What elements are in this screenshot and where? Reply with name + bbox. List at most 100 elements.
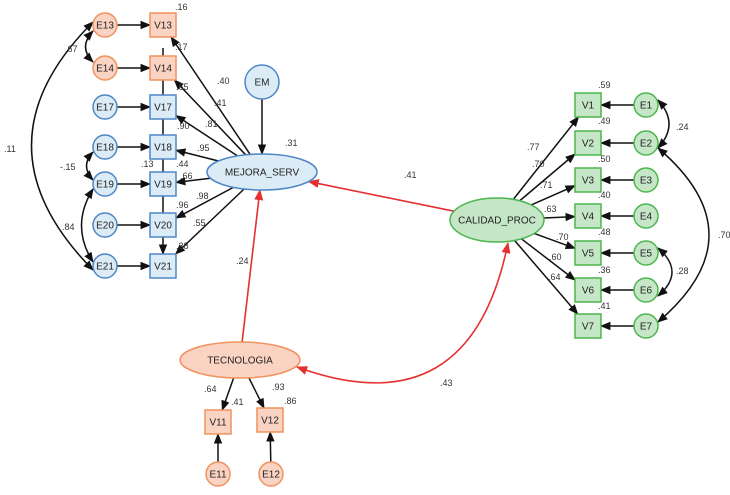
observed-variable-v19[interactable]: V19 bbox=[149, 171, 177, 197]
error-term-e13[interactable]: E13 bbox=[92, 12, 118, 38]
path-coefficient: .60 bbox=[549, 252, 562, 262]
node-shape bbox=[92, 134, 118, 160]
path-arrow-tec-to-mejora bbox=[241, 188, 264, 343]
error-term-e21[interactable]: E21 bbox=[92, 253, 118, 279]
observed-variable-v20[interactable]: V20 bbox=[149, 212, 177, 238]
node-label: E12 bbox=[262, 470, 280, 481]
path-coefficient: .64 bbox=[548, 272, 561, 282]
path-arrow-calidad-to-v4 bbox=[543, 212, 577, 222]
latent-variable-calidad[interactable]: CALIDAD_PROC bbox=[449, 197, 545, 243]
latent-variable-mejora[interactable]: MEJORA_SERV bbox=[206, 153, 318, 191]
error-term-e3[interactable]: E3 bbox=[633, 167, 659, 193]
node-shape bbox=[633, 240, 659, 266]
error-term-e11[interactable]: E11 bbox=[205, 461, 231, 487]
observed-variable-v5[interactable]: V5 bbox=[574, 240, 602, 266]
path-coefficient: .40 bbox=[217, 76, 230, 86]
observed-variable-v17[interactable]: V17 bbox=[149, 94, 177, 120]
r-squared-v20: .96 bbox=[176, 200, 189, 210]
error-term-e18[interactable]: E18 bbox=[92, 134, 118, 160]
path-coefficient: .63 bbox=[544, 204, 557, 214]
observed-variable-v21[interactable]: V21 bbox=[149, 253, 177, 279]
node-box bbox=[574, 92, 602, 118]
covariance-coefficient: -.15 bbox=[60, 162, 76, 172]
node-box bbox=[574, 203, 602, 229]
observed-variable-v6[interactable]: V6 bbox=[574, 277, 602, 303]
error-term-em[interactable]: EM bbox=[244, 64, 280, 100]
observed-variable-v3[interactable]: V3 bbox=[574, 167, 602, 193]
node-box bbox=[149, 253, 177, 279]
error-term-e1[interactable]: E1 bbox=[633, 92, 659, 118]
node-box bbox=[574, 167, 602, 193]
path-coefficient: .71 bbox=[540, 180, 553, 190]
path-coefficient: .13 bbox=[141, 159, 154, 169]
node-label: EM bbox=[255, 78, 270, 89]
path-arrow-mejora-to-v13 bbox=[170, 36, 251, 155]
node-label: V14 bbox=[154, 64, 172, 75]
observed-variable-v12[interactable]: V12 bbox=[256, 407, 284, 433]
node-label: V20 bbox=[154, 221, 172, 232]
error-term-e14[interactable]: E14 bbox=[92, 55, 118, 81]
node-label: E17 bbox=[96, 103, 114, 114]
node-label: V2 bbox=[582, 139, 595, 150]
error-term-e2[interactable]: E2 bbox=[633, 130, 659, 156]
latent-variable-tec[interactable]: TECNOLOGIA bbox=[179, 341, 301, 379]
error-term-e6[interactable]: E6 bbox=[633, 277, 659, 303]
r-squared-v18: .90 bbox=[177, 121, 190, 131]
node-label: E19 bbox=[96, 180, 114, 191]
covariance-coefficient: .43 bbox=[440, 378, 453, 388]
error-term-e20[interactable]: E20 bbox=[92, 212, 118, 238]
observed-variable-v18[interactable]: V18 bbox=[149, 134, 177, 160]
r-squared-v2: .49 bbox=[598, 116, 611, 126]
r-squared-mejora: .31 bbox=[285, 138, 298, 148]
node-label: E6 bbox=[640, 286, 653, 297]
node-shape bbox=[258, 461, 284, 487]
error-term-e5[interactable]: E5 bbox=[633, 240, 659, 266]
covariance-arrow-e13-e14 bbox=[83, 30, 94, 63]
path-arrow-tec-to-v11 bbox=[221, 377, 235, 411]
observed-variable-v13[interactable]: V13 bbox=[149, 12, 177, 38]
node-shape bbox=[633, 313, 659, 339]
node-box bbox=[149, 12, 177, 38]
covariance-coefficient: .84 bbox=[62, 222, 75, 232]
node-label: V11 bbox=[209, 418, 226, 429]
node-label: V3 bbox=[582, 176, 595, 187]
r-squared-v17: .65 bbox=[176, 82, 189, 92]
path-arrow-e12-to-v12 bbox=[266, 430, 275, 463]
path-arrow-tec-to-v12 bbox=[248, 377, 265, 409]
node-label: V12 bbox=[261, 416, 279, 427]
path-arrow-mejora-to-v17 bbox=[175, 114, 238, 157]
node-shape bbox=[205, 461, 231, 487]
covariance-coefficient: .70 bbox=[718, 230, 730, 240]
node-shape bbox=[633, 130, 659, 156]
node-box bbox=[574, 277, 602, 303]
observed-variable-v1[interactable]: V1 bbox=[574, 92, 602, 118]
covariance-arrow-e19-e21 bbox=[80, 188, 94, 263]
observed-variable-v11[interactable]: V11 bbox=[204, 409, 232, 435]
node-box bbox=[574, 240, 602, 266]
error-term-e12[interactable]: E12 bbox=[258, 461, 284, 487]
node-shape bbox=[206, 153, 318, 191]
error-term-e4[interactable]: E4 bbox=[633, 203, 659, 229]
node-shape bbox=[92, 253, 118, 279]
observed-variable-v2[interactable]: V2 bbox=[574, 130, 602, 156]
node-label: E1 bbox=[640, 101, 653, 112]
error-term-e17[interactable]: E17 bbox=[92, 94, 118, 120]
node-label: MEJORA_SERV bbox=[225, 168, 300, 179]
path-coefficient: .41 bbox=[214, 98, 227, 108]
node-label: TECNOLOGIA bbox=[207, 356, 273, 367]
observed-variable-v4[interactable]: V4 bbox=[574, 203, 602, 229]
node-label: E3 bbox=[640, 176, 653, 187]
error-term-e19[interactable]: E19 bbox=[92, 171, 118, 197]
r-squared-v1: .59 bbox=[598, 80, 611, 90]
observed-variable-v7[interactable]: V7 bbox=[574, 313, 602, 339]
node-label: E2 bbox=[640, 139, 653, 150]
observed-variable-v14[interactable]: V14 bbox=[149, 55, 177, 81]
node-label: E5 bbox=[640, 249, 653, 260]
r-squared-v5: .48 bbox=[598, 227, 611, 237]
error-term-e7[interactable]: E7 bbox=[633, 313, 659, 339]
r-squared-v12: .86 bbox=[284, 396, 297, 406]
node-shape bbox=[633, 277, 659, 303]
node-shape bbox=[92, 212, 118, 238]
